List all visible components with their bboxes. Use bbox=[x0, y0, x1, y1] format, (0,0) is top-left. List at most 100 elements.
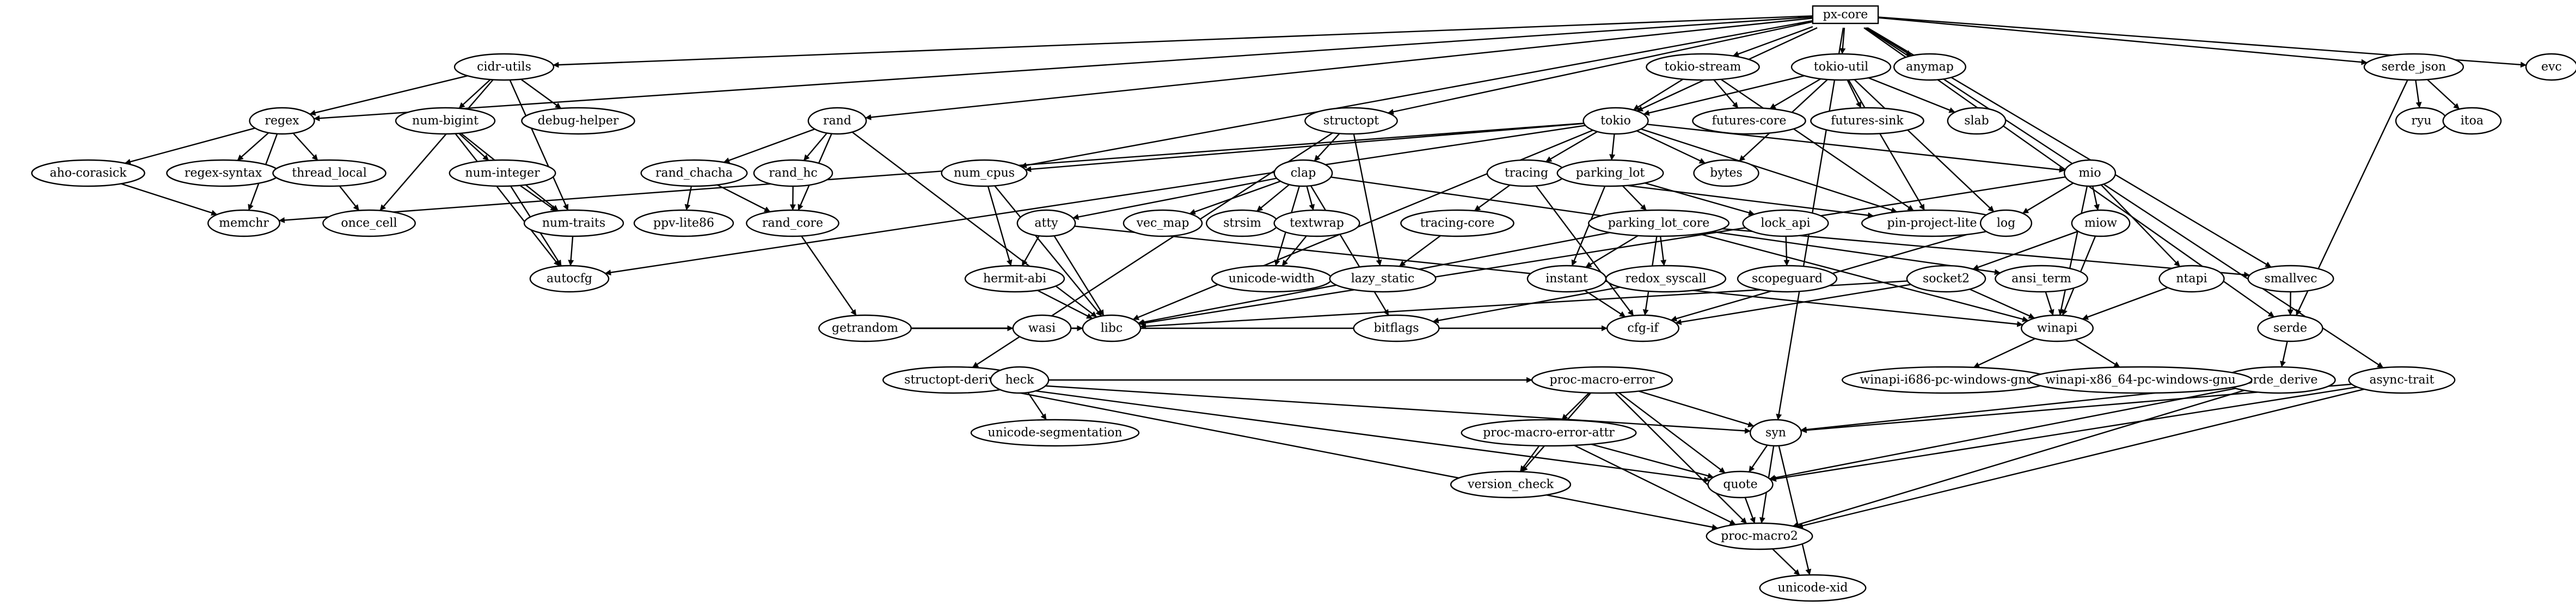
edge-tokio-util-to-futures-sink bbox=[1847, 79, 1862, 108]
node-proc-macro-error: proc-macro-error bbox=[1531, 366, 1673, 394]
node-regex-syntax: regex-syntax bbox=[166, 159, 280, 187]
node-shape-syn bbox=[1749, 419, 1802, 447]
node-label-strsim: strsim bbox=[1223, 217, 1261, 230]
node-shape-tokio-util bbox=[1790, 53, 1892, 81]
node-label-getrandom: getrandom bbox=[832, 322, 898, 335]
edge-tokio-util-to-tokio bbox=[1643, 75, 1805, 116]
edge-num-integer-to-num-traits bbox=[519, 185, 557, 212]
node-textwrap: textwrap bbox=[1273, 209, 1360, 237]
edge-clap-to-vec_map bbox=[1189, 180, 1281, 215]
node-shape-parking_lot bbox=[1556, 159, 1664, 187]
node-shape-log bbox=[1979, 209, 2033, 237]
node-label-textwrap: textwrap bbox=[1290, 217, 1344, 230]
node-label-evc: evc bbox=[2541, 60, 2562, 74]
edge-tokio-util-to-slab bbox=[1868, 77, 1955, 113]
node-shape-async-trait bbox=[2348, 366, 2456, 394]
node-scopeguard: scopeguard bbox=[1737, 265, 1838, 293]
node-label-futures-core: futures-core bbox=[1712, 114, 1787, 128]
node-regex: regex bbox=[249, 107, 315, 135]
node-shape-winapi-x86_64-pc-windows-gnu bbox=[2028, 366, 2253, 394]
edge-tokio-to-libc bbox=[1132, 129, 1593, 320]
edge-rand_core-to-getrandom bbox=[801, 235, 857, 316]
node-structopt-derive: structopt-derive bbox=[882, 366, 1024, 394]
node-shape-smallvec bbox=[2247, 265, 2334, 293]
node-label-socket2: socket2 bbox=[1923, 272, 1970, 286]
node-shape-once_cell bbox=[322, 209, 416, 237]
edge-quote-to-proc-macro2 bbox=[1744, 497, 1756, 524]
node-rand_core: rand_core bbox=[746, 209, 839, 237]
edge-mio-to-log bbox=[2022, 182, 2074, 214]
node-atty: atty bbox=[1016, 209, 1076, 237]
node-anymap: anymap bbox=[1893, 53, 1966, 81]
node-smallvec: smallvec bbox=[2247, 265, 2334, 293]
edge-px-core-to-rand bbox=[865, 17, 1813, 120]
edge-tokio-to-memchr bbox=[278, 122, 1584, 223]
node-num-bigint: num-bigint bbox=[395, 107, 496, 135]
node-shape-quote bbox=[1707, 470, 1774, 499]
node-bytes: bytes bbox=[1693, 159, 1759, 187]
edge-structopt-to-lazy_static bbox=[1353, 133, 1382, 266]
edge-rand_chacha-to-rand_core bbox=[716, 184, 771, 213]
node-clap: clap bbox=[1273, 159, 1333, 187]
node-label-rand: rand bbox=[823, 114, 851, 128]
node-slab: slab bbox=[1947, 107, 2007, 135]
node-label-scopeguard: scopeguard bbox=[1752, 272, 1823, 286]
node-shape-textwrap bbox=[1273, 209, 1360, 237]
node-label-quote: quote bbox=[1723, 478, 1757, 492]
edge-syn-to-unicode-xid bbox=[1778, 445, 1812, 575]
edge-tracing-to-cfg-if bbox=[1535, 185, 1634, 316]
node-proc-macro2: proc-macro2 bbox=[1706, 522, 1813, 550]
edge-atty-to-hermit-abi bbox=[1021, 235, 1040, 266]
edge-winapi-to-winapi-x86_64-pc-windows-gnu bbox=[2075, 339, 2120, 368]
node-label-smallvec: smallvec bbox=[2264, 272, 2317, 286]
edge-proc-macro-error-attr-to-version_check bbox=[1519, 445, 1540, 473]
node-shape-ansi_term bbox=[1995, 265, 2088, 293]
node-label-ansi_term: ansi_term bbox=[2011, 272, 2071, 286]
edge-px-core-to-tokio-util bbox=[1839, 27, 1846, 54]
node-label-log: log bbox=[1997, 217, 2015, 230]
node-wasi: wasi bbox=[1012, 314, 1072, 342]
edge-num-bigint-to-num-integer bbox=[458, 133, 489, 161]
edge-px-core-to-serde_json bbox=[1878, 17, 2368, 65]
node-shape-unicode-segmentation bbox=[970, 419, 1140, 447]
node-parking_lot: parking_lot bbox=[1556, 159, 1664, 187]
node-shape-parking_lot_core bbox=[1587, 209, 1729, 237]
node-num_cpus: num_cpus bbox=[941, 159, 1028, 187]
node-label-hermit-abi: hermit-abi bbox=[983, 272, 1046, 286]
node-shape-tokio-stream bbox=[1646, 53, 1760, 81]
node-shape-ntapi bbox=[2158, 265, 2225, 293]
edge-rand-to-rand_chacha bbox=[723, 128, 815, 163]
node-shape-memchr bbox=[207, 209, 281, 237]
node-shape-rand_core bbox=[746, 209, 839, 237]
edge-proc-macro-error-to-quote bbox=[1618, 392, 1726, 474]
node-label-slab: slab bbox=[1964, 114, 1989, 128]
node-label-ntapi: ntapi bbox=[2176, 272, 2207, 286]
node-label-regex: regex bbox=[265, 114, 299, 128]
node-shape-serde_json bbox=[2363, 53, 2464, 81]
node-shape-regex bbox=[249, 107, 315, 135]
node-shape-socket2 bbox=[1906, 265, 1986, 293]
edge-async-trait-to-quote bbox=[1770, 386, 2358, 482]
node-log: log bbox=[1979, 209, 2033, 237]
node-label-ppv-lite86: ppv-lite86 bbox=[653, 217, 714, 230]
node-num-traits: num-traits bbox=[523, 209, 624, 237]
node-label-aho-corasick: aho-corasick bbox=[50, 167, 127, 180]
node-shape-hermit-abi bbox=[964, 265, 1065, 293]
node-label-rand_core: rand_core bbox=[762, 217, 823, 230]
node-label-once_cell: once_cell bbox=[341, 217, 397, 230]
node-tracing-core: tracing-core bbox=[1400, 209, 1514, 237]
node-shape-evc bbox=[2525, 53, 2576, 81]
node-unicode-width: unicode-width bbox=[1211, 265, 1333, 293]
node-shape-version_check bbox=[1450, 470, 1572, 499]
node-label-rand_chacha: rand_chacha bbox=[655, 167, 733, 180]
node-structopt: structopt bbox=[1304, 107, 1398, 135]
edge-mio-to-miow bbox=[2092, 186, 2100, 211]
node-unicode-segmentation: unicode-segmentation bbox=[970, 419, 1140, 447]
edge-px-core-to-structopt bbox=[1387, 21, 1813, 115]
node-px-core: px-core bbox=[1812, 5, 1879, 24]
edge-cidr-utils-to-debug-helper bbox=[520, 78, 562, 109]
edge-num-bigint-to-autocfg bbox=[455, 133, 560, 267]
node-shape-mio bbox=[2063, 159, 2117, 187]
node-shape-bitflags bbox=[1353, 314, 1440, 342]
